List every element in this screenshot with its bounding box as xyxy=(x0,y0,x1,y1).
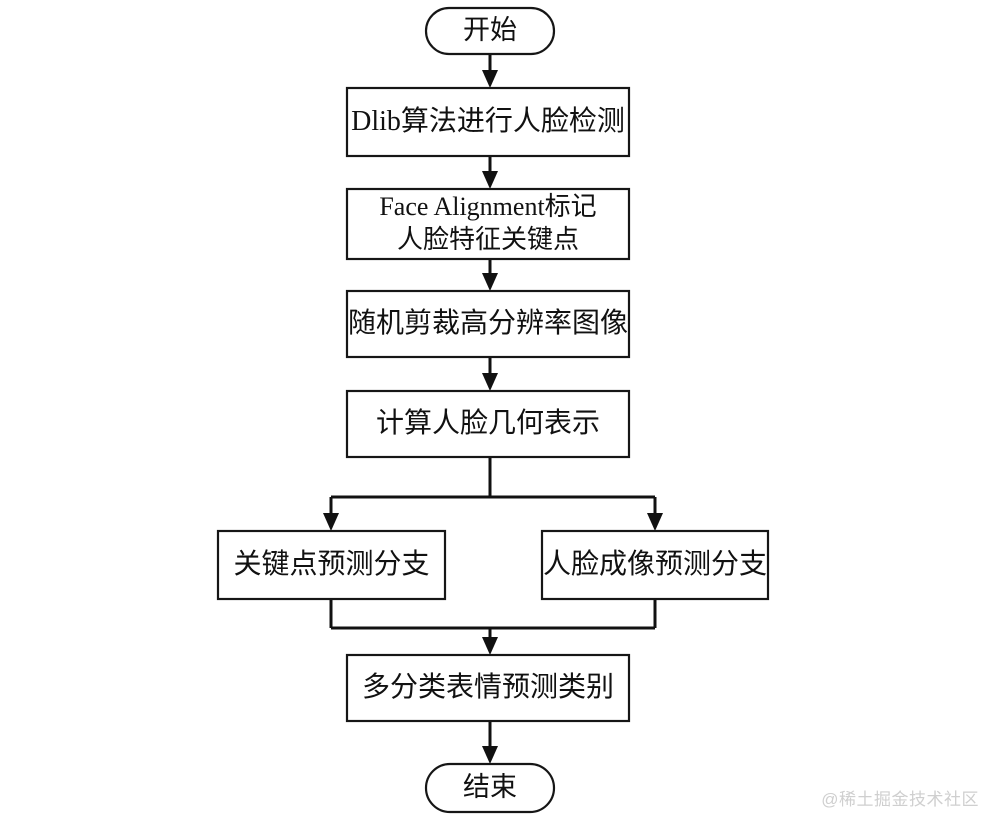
connector-classify-to-end xyxy=(482,721,498,764)
connector-crop-to-geometry xyxy=(482,357,498,391)
connector-align-to-crop xyxy=(482,259,498,291)
node-branch-face-shape[interactable] xyxy=(540,529,770,601)
connector-detect-to-align xyxy=(482,156,498,189)
connector-geometry-split xyxy=(323,457,663,531)
node-align-shape[interactable] xyxy=(345,187,631,261)
watermark-text: @稀土掘金技术社区 xyxy=(821,790,979,809)
node-geometry-shape[interactable] xyxy=(345,389,631,459)
node-detect-shape[interactable] xyxy=(345,86,631,158)
connector-branches-merge xyxy=(329,599,657,655)
node-start-shape[interactable] xyxy=(424,6,556,56)
node-branch-landmark-shape[interactable] xyxy=(216,529,447,601)
connector-start-to-detect xyxy=(482,54,498,88)
node-classify-shape[interactable] xyxy=(345,653,631,723)
node-crop-shape[interactable] xyxy=(345,289,631,359)
node-end-shape[interactable] xyxy=(424,762,556,814)
